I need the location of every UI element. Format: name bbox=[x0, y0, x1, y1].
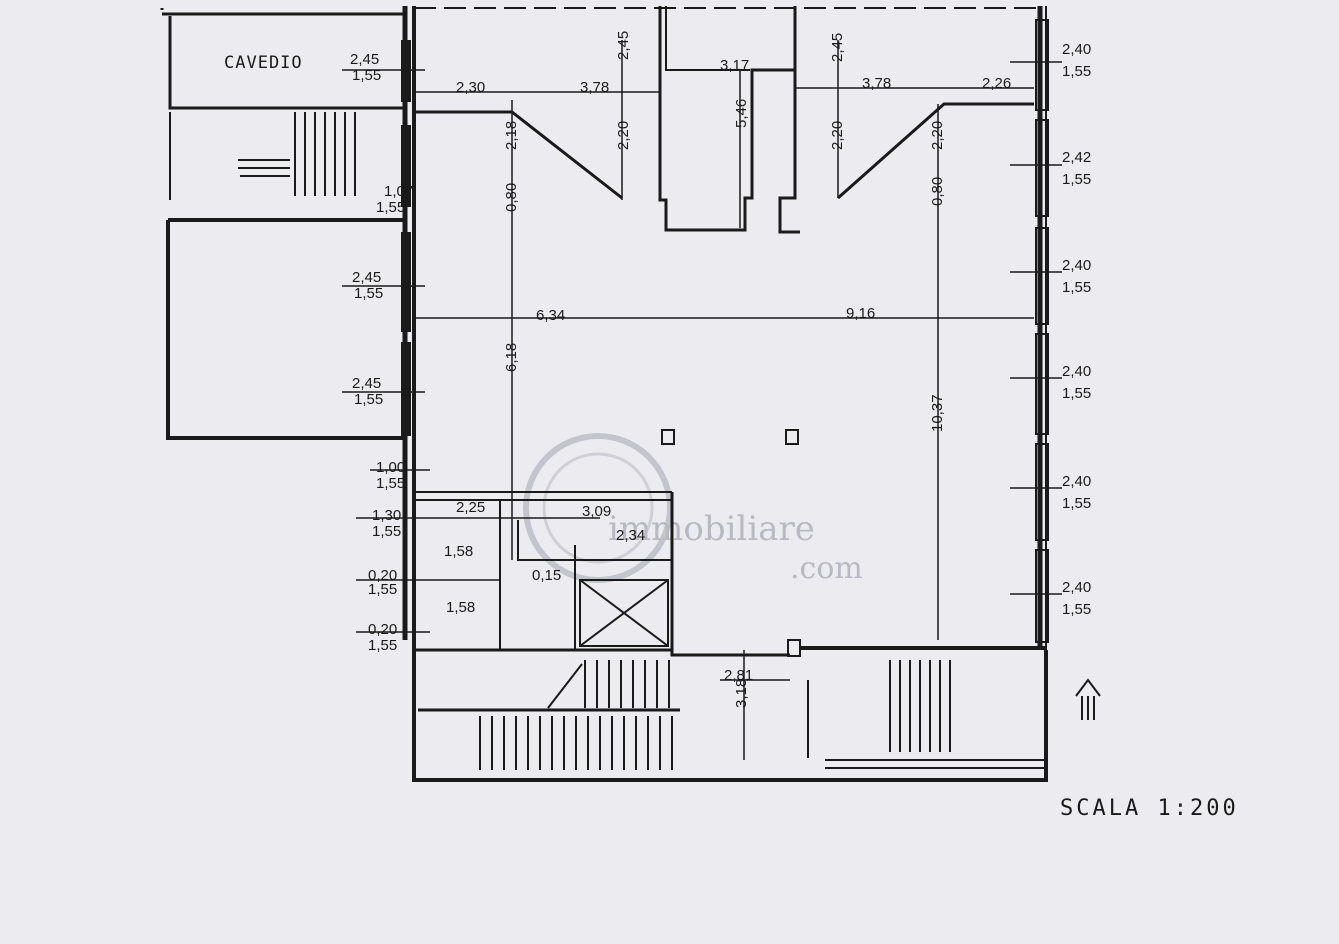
dim-top-4: 3,78 bbox=[862, 75, 891, 92]
cavedio-wall bbox=[168, 16, 405, 110]
column-markers bbox=[661, 429, 801, 657]
top-bay-wall bbox=[658, 6, 795, 232]
dim-service-6: 1,58 bbox=[446, 599, 475, 616]
dim-vert-5: 2,20 bbox=[615, 121, 632, 150]
dim-left-window-1-h: 1,55 bbox=[354, 285, 383, 302]
dim-right-window-4-w: 2,40 bbox=[1062, 363, 1091, 380]
dim-bottom-1: 2,81 bbox=[724, 667, 753, 684]
dim-right-window-1-w: 2,40 bbox=[1062, 41, 1091, 58]
dim-left-window-4-w: 1,30 bbox=[372, 507, 401, 524]
dim-left-window-5-h: 1,55 bbox=[368, 581, 397, 598]
dim-service-4: 1,58 bbox=[444, 543, 473, 560]
window-ticks-left bbox=[401, 40, 411, 436]
dim-mid-2: 9,16 bbox=[846, 305, 875, 322]
dim-right-window-1-h: 1,55 bbox=[1062, 63, 1091, 80]
dim-left-window-2-w: 2,45 bbox=[352, 375, 381, 392]
watermark: immobiliare .com bbox=[523, 433, 863, 586]
dim-right-window-5-w: 2,40 bbox=[1062, 473, 1091, 490]
dim-right-window-4-h: 1,55 bbox=[1062, 385, 1091, 402]
annex-room-wall bbox=[166, 218, 405, 440]
elevator-cross bbox=[579, 579, 669, 647]
dim-vert-3: 5,46 bbox=[733, 99, 750, 128]
service-wall-bottom bbox=[414, 648, 790, 657]
dimension-lines bbox=[342, 40, 1062, 760]
dim-service-5: 0,15 bbox=[532, 567, 561, 584]
dim-right-window-2-w: 2,42 bbox=[1062, 149, 1091, 166]
dim-service-1: 2,25 bbox=[456, 499, 485, 516]
cavedio-top-wall bbox=[160, 8, 405, 16]
dim-service-2: 3,09 bbox=[582, 503, 611, 520]
dim-left-window-6-h: 1,55 bbox=[368, 637, 397, 654]
lower-partitions bbox=[807, 680, 1046, 769]
cavedio-label: CAVEDIO bbox=[224, 53, 303, 73]
dim-bottom-2: 3,18 bbox=[733, 679, 750, 708]
dim-left-window-1-w: 2,45 bbox=[352, 269, 381, 286]
elevator-shaft bbox=[579, 579, 669, 647]
dim-left-window-2-h: 1,55 bbox=[354, 391, 383, 408]
dim-vert-10: 6,18 bbox=[503, 343, 520, 372]
dim-right-window-2-h: 1,55 bbox=[1062, 171, 1091, 188]
dim-top-5: 2,26 bbox=[982, 75, 1011, 92]
dim-left-window-6-w: 0,20 bbox=[368, 621, 397, 638]
entrance-arrow-icon bbox=[1075, 678, 1101, 720]
scale-label: SCALA 1:200 bbox=[1060, 796, 1239, 821]
dim-cavedio-window-w: 2,45 bbox=[350, 51, 379, 68]
dim-left-window-3-h: 1,55 bbox=[376, 475, 405, 492]
service-partitions bbox=[499, 500, 672, 650]
dim-vert-9: 0,80 bbox=[929, 177, 946, 206]
dim-right-window-3-w: 2,40 bbox=[1062, 257, 1091, 274]
dim-right-window-6-h: 1,55 bbox=[1062, 601, 1091, 618]
dim-top-3: 3,17 bbox=[720, 57, 749, 74]
dim-vert-7: 2,20 bbox=[929, 121, 946, 150]
dim-top-2: 3,78 bbox=[580, 79, 609, 96]
top-bay-wall-right bbox=[778, 6, 800, 234]
dim-right-window-3-h: 1,55 bbox=[1062, 279, 1091, 296]
dim-left-window-5-w: 0,20 bbox=[368, 567, 397, 584]
dim-stair-window-h: 1,55 bbox=[376, 199, 405, 216]
dim-right-window-6-w: 2,40 bbox=[1062, 579, 1091, 596]
diagonal-wall-right bbox=[837, 102, 1034, 200]
dim-vert-2: 2,45 bbox=[829, 33, 846, 62]
dim-top-1: 2,30 bbox=[456, 79, 485, 96]
stair-treads bbox=[238, 112, 951, 770]
service-wall-top bbox=[414, 491, 672, 501]
dim-vert-8: 0,80 bbox=[503, 183, 520, 212]
watermark-text-com: .com bbox=[790, 551, 863, 586]
dim-stair-window-w: 1,07 bbox=[384, 183, 413, 200]
dim-vert-11: 10,37 bbox=[929, 394, 946, 432]
dim-vert-6: 2,20 bbox=[829, 121, 846, 150]
dim-right-window-5-h: 1,55 bbox=[1062, 495, 1091, 512]
dim-mid-1: 6,34 bbox=[536, 307, 565, 324]
dim-left-window-4-h: 1,55 bbox=[372, 523, 401, 540]
dim-left-window-3-w: 1,00 bbox=[376, 459, 405, 476]
window-frames-right bbox=[1035, 19, 1049, 643]
watermark-text: immobiliare bbox=[608, 509, 815, 549]
top-bay-wall-inner bbox=[665, 6, 750, 71]
dim-vert-4: 2,18 bbox=[503, 121, 520, 150]
dim-service-3: 2,34 bbox=[616, 527, 645, 544]
outer-wall-bottom bbox=[412, 6, 1048, 782]
dim-vert-1: 2,45 bbox=[615, 31, 632, 60]
dim-cavedio-window-h: 1,55 bbox=[352, 67, 381, 84]
